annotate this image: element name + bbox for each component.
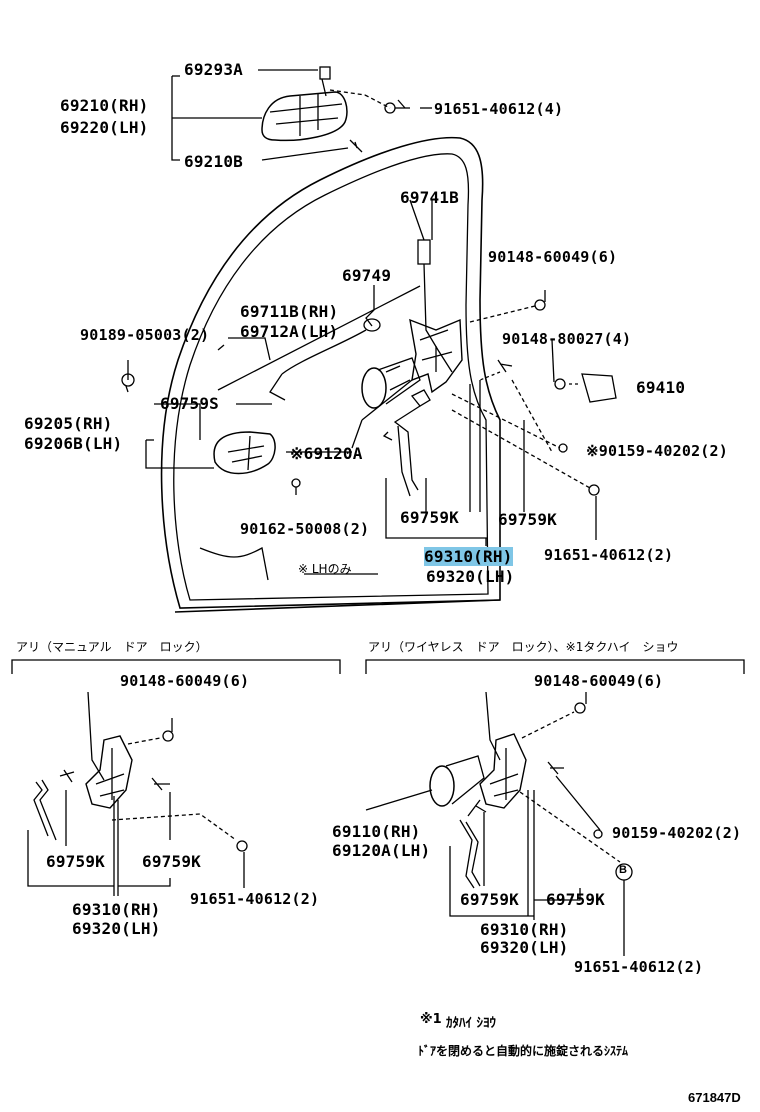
part-90148-80027-4: 90148-80027(4) — [502, 330, 632, 348]
part-90159-40202-2: ※90159-40202(2) — [586, 442, 728, 460]
part-90189-05003-2: 90189-05003(2) — [80, 326, 210, 344]
left-variant-header: アリ（マニュアル ドア ロック） — [16, 640, 208, 654]
diagram-code: 671847D — [688, 1090, 741, 1105]
marker-b: B — [619, 864, 627, 876]
part-69410: 69410 — [636, 378, 686, 397]
right-part-90148-60049-6: 90148-60049(6) — [534, 672, 664, 690]
left-part-91651-40612-2: 91651-40612(2) — [190, 890, 320, 908]
right-part-69310-rh: 69310(RH) — [480, 920, 569, 939]
part-69206B-lh: 69206B(LH) — [24, 434, 123, 453]
footnote-mark: ※1 — [420, 1012, 442, 1027]
part-69749: 69749 — [342, 266, 392, 285]
lock-rod-top — [269, 199, 513, 497]
left-part-69759K-b: 69759K — [142, 852, 201, 871]
part-69310-rh-highlighted[interactable]: 69310(RH) — [424, 547, 513, 566]
right-part-91651-40612-2: 91651-40612(2) — [574, 958, 704, 976]
top-leaders — [121, 200, 617, 575]
part-69205-rh: 69205(RH) — [24, 414, 113, 433]
inside-handle-lower — [213, 431, 301, 495]
door-outline — [160, 136, 501, 613]
part-69741B: 69741B — [400, 188, 459, 207]
part-69210B: 69210B — [184, 152, 243, 171]
right-part-69120A-lh: 69120A(LH) — [332, 841, 431, 860]
footnote-line1: ｶﾀﾊｲ ｼﾖｳ — [446, 1016, 497, 1031]
left-part-69759K-a: 69759K — [46, 852, 105, 871]
part-69220-lh: 69220(LH) — [60, 118, 149, 137]
left-variant-group — [11, 659, 341, 896]
part-69759K-right: 69759K — [498, 510, 557, 529]
right-part-69110-rh: 69110(RH) — [332, 822, 421, 841]
part-69711B-rh: 69711B(RH) — [240, 302, 339, 321]
part-69759K-left: 69759K — [400, 508, 459, 527]
part-91651-40612-4: 91651-40612(4) — [434, 100, 564, 118]
left-part-69310-rh: 69310(RH) — [72, 900, 161, 919]
lh-only-note: ※ LHのみ — [298, 562, 352, 576]
left-part-90148-60049-6: 90148-60049(6) — [120, 672, 250, 690]
part-69320-lh: 69320(LH) — [426, 567, 515, 586]
part-90148-60049-6: 90148-60049(6) — [488, 248, 618, 266]
part-91651-40612-2: 91651-40612(2) — [544, 546, 674, 564]
right-variant-header: アリ（ワイヤレス ドア ロック）、※1タクハイ ショウ — [368, 640, 679, 654]
part-69759S: 69759S — [160, 394, 219, 413]
part-69210-rh: 69210(RH) — [60, 96, 149, 115]
part-69712A-lh: 69712A(LH) — [240, 322, 339, 341]
part-69120A: ※69120A — [290, 444, 363, 463]
right-part-90159-40202-2: 90159-40202(2) — [612, 824, 742, 842]
part-90162-50008-2: 90162-50008(2) — [240, 520, 370, 538]
right-part-69759K-b: 69759K — [546, 890, 605, 909]
left-part-69320-lh: 69320(LH) — [72, 919, 161, 938]
inside-handle-top — [261, 66, 363, 153]
footnote-line2: ﾄﾞｱを閉めると自動的に施錠されるｼｽﾃﾑ — [418, 1044, 629, 1058]
right-part-69320-lh: 69320(LH) — [480, 938, 569, 957]
part-69293A: 69293A — [184, 60, 243, 79]
top-bracket — [171, 69, 432, 161]
right-variant-group — [365, 659, 745, 956]
right-part-69759K-a: 69759K — [460, 890, 519, 909]
